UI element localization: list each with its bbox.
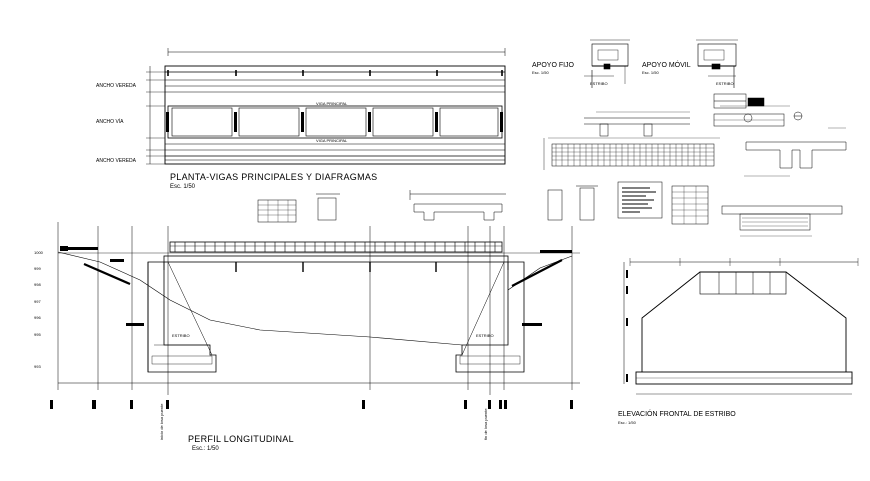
profile-level-0: 1000 — [34, 250, 43, 255]
profile-level-1: 999 — [34, 266, 41, 271]
profile-level-2: 998 — [34, 282, 41, 287]
fixed-support-title: APOYO FIJO — [532, 62, 575, 69]
plan-title: PLANTA-VIGAS PRINCIPALES Y DIAFRAGMAS — [170, 172, 378, 182]
profile-scale: Esc.: 1/50 — [192, 446, 219, 452]
plan-row-label-roadway: ANCHO VÍA — [96, 119, 124, 125]
profile-level-3: 997 — [34, 299, 41, 304]
profile-level-6: 993 — [34, 364, 41, 369]
elevation-title: ELEVACIÓN FRONTAL DE ESTRIBO — [618, 411, 736, 418]
longitudinal-profile — [50, 222, 580, 409]
plan-beam-label-top: VIGA PRINCIPAL — [316, 101, 348, 106]
plan-scale: Esc. 1/50 — [170, 184, 196, 190]
profile-title: PERFIL LONGITUDINAL — [188, 434, 294, 444]
mobile-support-title: APOYO MÓVIL — [642, 62, 691, 69]
abutment-front-elevation — [623, 258, 859, 395]
profile-level-4: 996 — [34, 315, 41, 320]
mobile-support-note: ESTRIBO — [716, 81, 734, 86]
profile-abutment-left-label: ESTRIBO — [172, 333, 190, 338]
elevation-scale: Esc.: 1/50 — [618, 420, 636, 425]
support-details — [584, 39, 738, 88]
section-details — [257, 93, 847, 237]
profile-bottom-left-note: inicio de losa puente — [159, 403, 164, 440]
profile-bottom-right-note: fin de losa puente — [483, 408, 488, 440]
plan-row-label-sidewalk-top: ANCHO VEREDA — [96, 83, 137, 89]
fixed-support-note: ESTRIBO — [590, 81, 608, 86]
profile-level-5: 995 — [34, 332, 41, 337]
fixed-support-scale: Esc. 1/50 — [532, 70, 549, 75]
profile-abutment-right-label: ESTRIBO — [476, 333, 494, 338]
mobile-support-scale: Esc. 1/50 — [642, 70, 659, 75]
plan-beam-label-bottom: VIGA PRINCIPAL — [316, 138, 348, 143]
plan-row-label-sidewalk-bottom: ANCHO VEREDA — [96, 158, 137, 164]
plan-view — [146, 48, 506, 165]
